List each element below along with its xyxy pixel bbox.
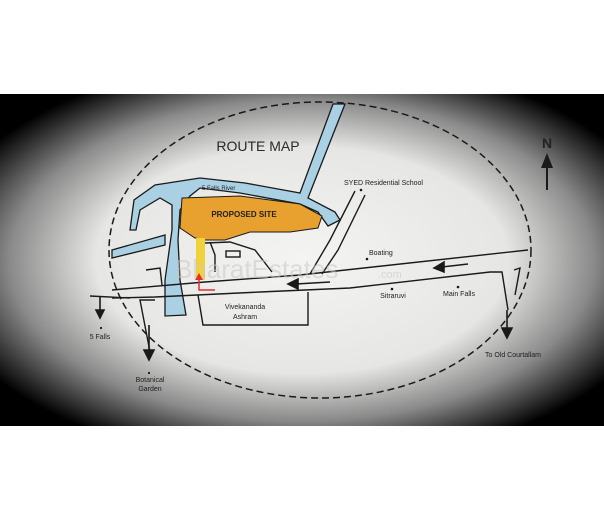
label-old-courtallam: To Old Courtallam [485,352,541,359]
map-background [0,94,604,426]
label-boating: Boating [369,250,393,257]
river-label: 5 Falls River [202,186,235,192]
area-boundary [108,101,532,399]
site-marker-icon [195,273,215,291]
label-syed-school: SYED Residential School [344,180,423,187]
direction-arrows [94,260,514,362]
watermark: BharatEstates [175,254,338,284]
proposed-site-area [179,195,323,241]
label-botanical-1: Botanical [136,377,165,384]
label-main-falls: Main Falls [443,291,475,298]
watermark-suffix: .com [378,269,402,281]
label-botanical-2: Garden [138,386,161,393]
proposed-site-label: PROPOSED SITE [211,210,277,219]
label-sitraruvi: Sitraruvi [380,293,406,300]
north-label: N [542,135,552,151]
label-five-falls: 5 Falls [90,334,111,341]
roads [89,190,529,353]
river [111,103,346,317]
label-ashram-2: Ashram [233,314,257,321]
label-ashram-1: Vivekananda [225,304,265,311]
north-arrow-icon: N [541,135,553,190]
map-title: ROUTE MAP [216,138,299,154]
access-road [196,238,205,280]
